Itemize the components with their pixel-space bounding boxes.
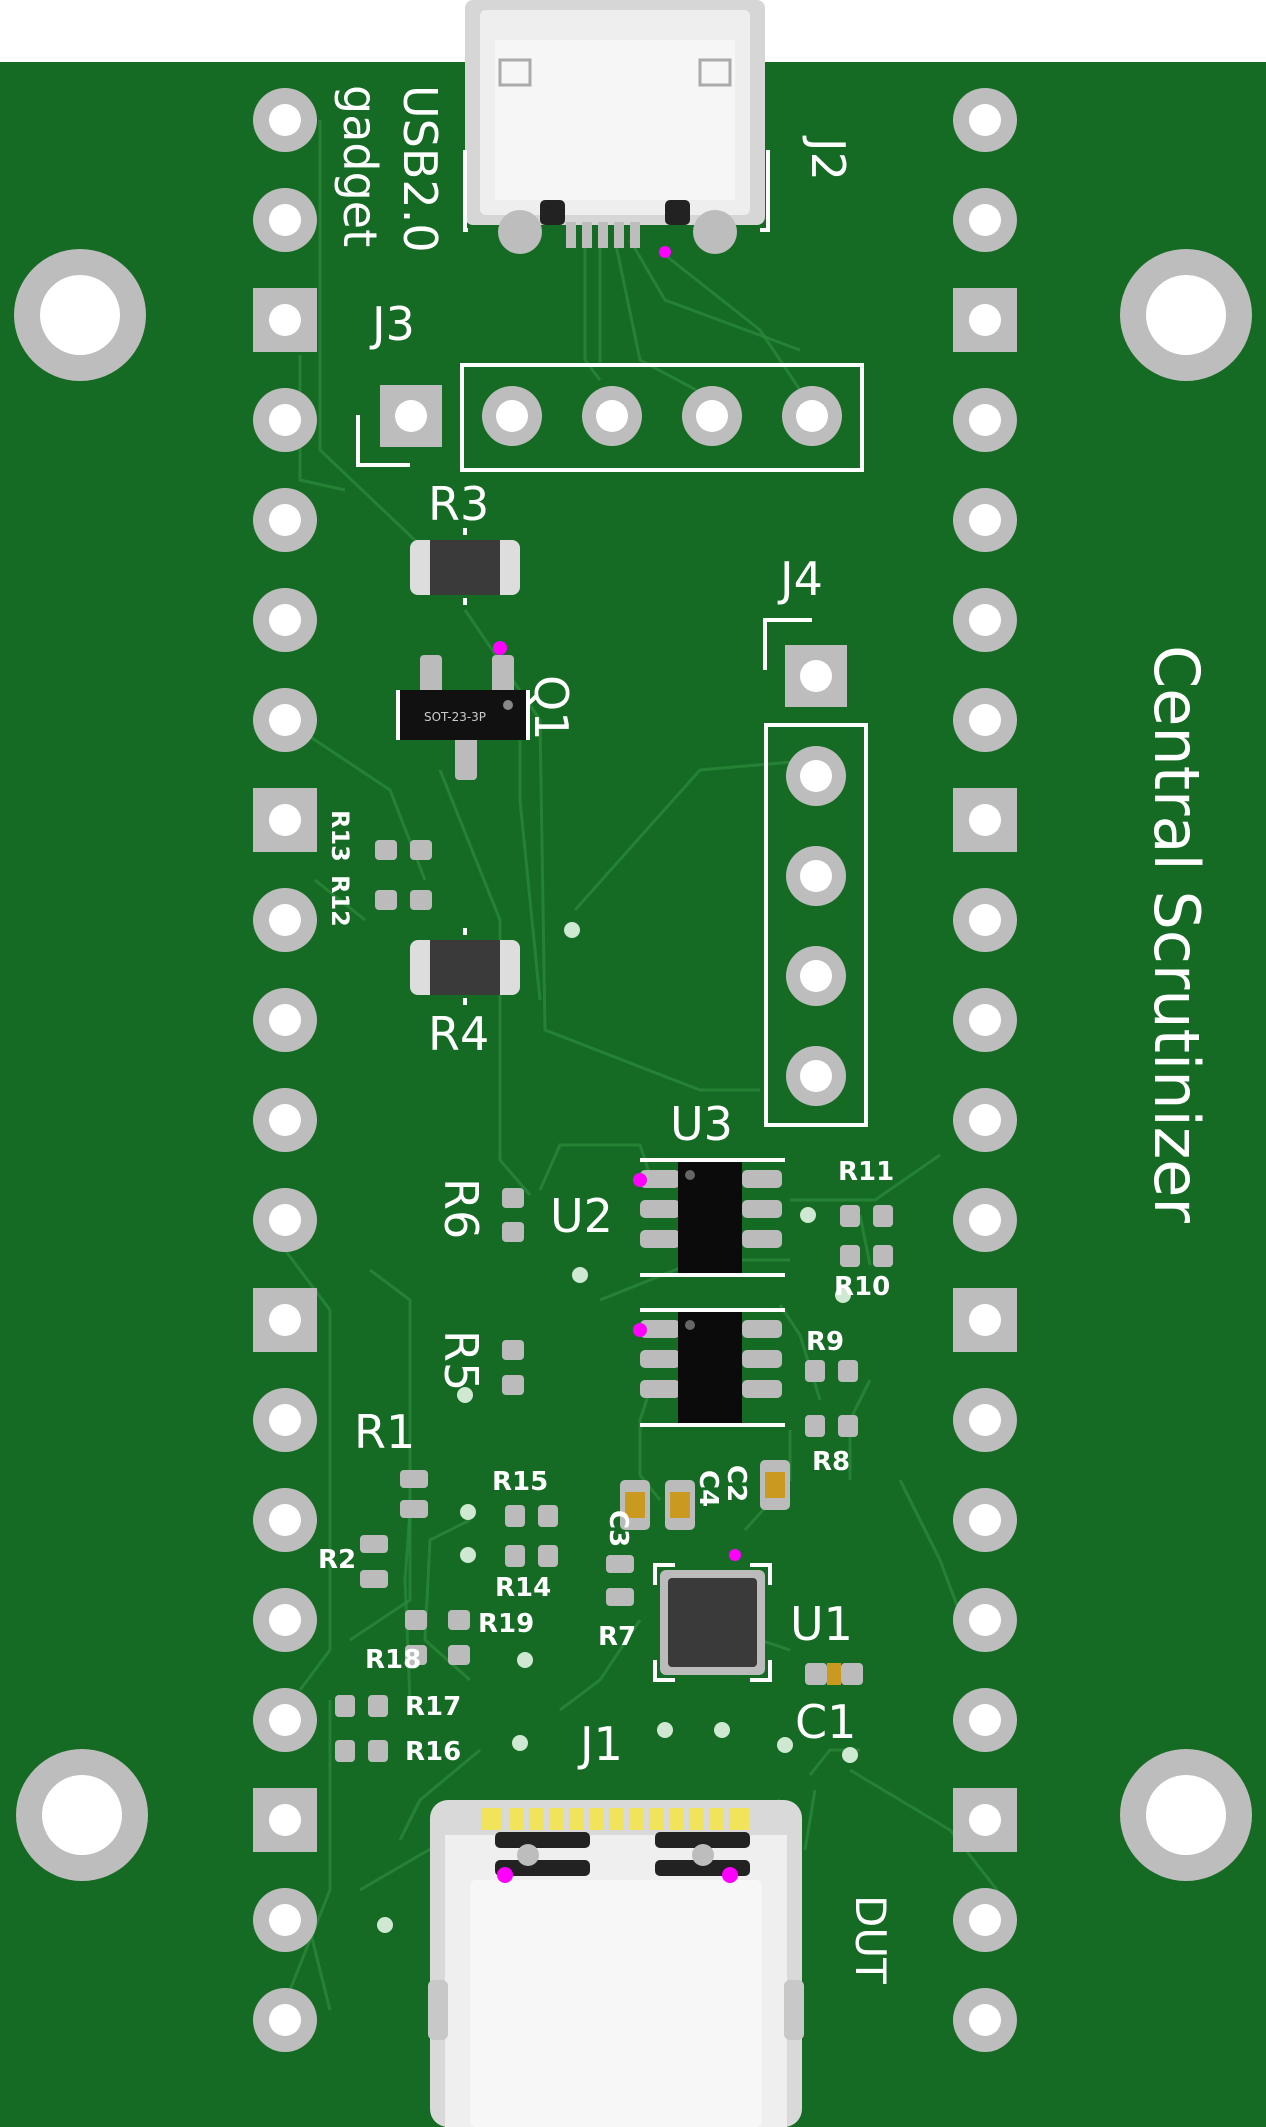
r18-label: R18 (365, 1645, 421, 1675)
j1-label: J1 (577, 1717, 623, 1771)
r17-resistor (335, 1695, 388, 1717)
r1-label: R1 (354, 1405, 415, 1459)
silkscreen-labels: USB2.0 gadget J2 J3 J4 R3 Q1 R13 R12 R4 … (318, 85, 1213, 1984)
r14-resistor (505, 1545, 558, 1567)
r11-resistor (840, 1205, 893, 1227)
mounting-hole-icon (14, 249, 1252, 1881)
r1-resistor (400, 1470, 428, 1518)
r19-label: R19 (478, 1609, 534, 1639)
r2-resistor (360, 1535, 388, 1588)
r12-resistor (375, 890, 432, 910)
r5-label: R5 (434, 1330, 488, 1391)
j2-label: J2 (801, 135, 855, 181)
r16-resistor (335, 1740, 388, 1762)
r9-label: R9 (806, 1327, 844, 1357)
r13-label: R13 (326, 810, 354, 862)
board-title: Central Scrutinizer (1140, 645, 1213, 1223)
usb-gadget-label-line2: gadget (333, 85, 387, 247)
c1-capacitor (805, 1663, 863, 1685)
usb-gadget-label-line1: USB2.0 (393, 85, 447, 253)
r19-resistor (448, 1610, 470, 1665)
r8-label: R8 (812, 1447, 850, 1477)
r6-label: R6 (434, 1178, 488, 1239)
r10-resistor (840, 1245, 893, 1267)
r4-resistor (410, 928, 520, 1005)
j4-label: J4 (777, 552, 823, 606)
q1-label: Q1 (524, 675, 578, 740)
r9-resistor (805, 1360, 858, 1382)
r5-resistor (502, 1340, 524, 1395)
c2-label: C2 (721, 1465, 751, 1502)
r12-label: R12 (326, 875, 354, 927)
q1-transistor: SOT-23-3P (396, 641, 530, 780)
u3-label: U3 (670, 1097, 733, 1151)
usb-micro-connector-icon (463, 0, 770, 258)
usb-c-connector-icon (428, 1800, 804, 2127)
r7-label: R7 (598, 1622, 636, 1652)
r10-label: R10 (834, 1272, 890, 1302)
r2-label: R2 (318, 1545, 356, 1575)
c2-capacitor (760, 1460, 790, 1510)
r15-label: R15 (492, 1467, 548, 1497)
r8-resistor (805, 1415, 858, 1437)
r18-resistor (405, 1610, 427, 1665)
c4-capacitor (665, 1480, 695, 1530)
u1-chip (653, 1549, 772, 1682)
r15-resistor (505, 1505, 558, 1527)
u2-label: U2 (550, 1189, 613, 1243)
c1-label: C1 (795, 1695, 856, 1749)
u2-chip (633, 1308, 785, 1427)
left-pin-header (253, 88, 317, 2052)
q1-package-label: SOT-23-3P (424, 710, 486, 724)
dut-label: DUT (846, 1895, 895, 1984)
r3-resistor (410, 528, 520, 605)
right-pin-header (953, 88, 1017, 2052)
c3-label: C3 (603, 1510, 633, 1547)
r6-resistor (502, 1188, 524, 1242)
r7-resistor (606, 1555, 634, 1606)
j3-header (356, 363, 864, 472)
r4-label: R4 (428, 1007, 489, 1061)
r17-label: R17 (405, 1692, 461, 1722)
u1-label: U1 (790, 1597, 853, 1651)
r13-resistor (375, 840, 432, 860)
r3-label: R3 (428, 477, 489, 531)
r16-label: R16 (405, 1737, 461, 1767)
r14-label: R14 (495, 1573, 551, 1603)
j4-header (763, 618, 868, 1127)
u3-chip (633, 1158, 785, 1277)
c4-label: C4 (693, 1470, 723, 1507)
vias (377, 922, 858, 1933)
r11-label: R11 (838, 1157, 894, 1187)
c3-capacitor (620, 1480, 650, 1530)
j3-label: J3 (369, 297, 415, 351)
